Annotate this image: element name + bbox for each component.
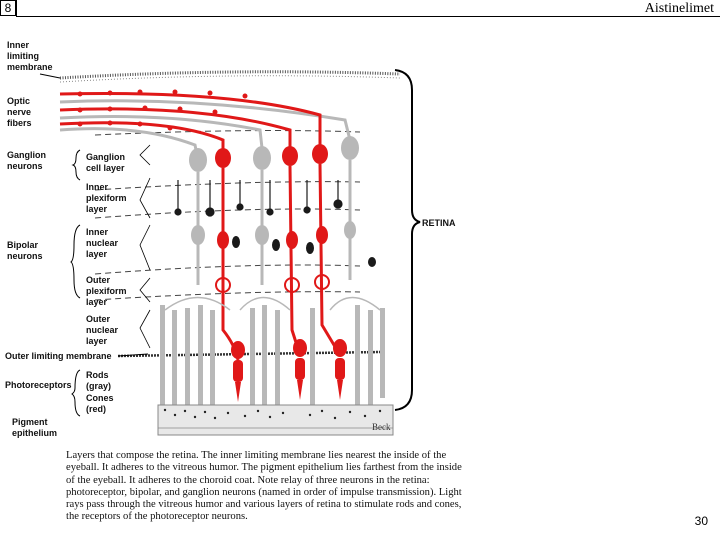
photoreceptors-label: Photoreceptors	[5, 380, 72, 390]
rod-cells	[160, 305, 385, 405]
pigment-label-1: Pigment	[12, 417, 48, 427]
pigment-epithelium	[157, 404, 394, 436]
bipolar-neurons-label-1: Bipolar	[7, 240, 39, 250]
bipolar-neurons-label-2: neurons	[7, 251, 43, 261]
inner-plexiform-1: Inner	[86, 182, 109, 192]
retina-brace	[394, 69, 421, 411]
optic-fibers-red	[59, 91, 322, 158]
inner-plexiform-3: layer	[86, 204, 108, 214]
outer-nuclear-2: nuclear	[86, 325, 119, 335]
bipolar-cells-red	[217, 226, 328, 249]
inner-nuclear-3: layer	[86, 249, 108, 259]
label-braces	[70, 149, 81, 417]
slide-title: Aistinelimet	[644, 1, 714, 16]
header-rule	[16, 16, 720, 17]
cones-label-1: Cones	[86, 393, 114, 403]
inner-limiting-label-3: membrane	[7, 62, 53, 72]
ganglion-cell-layer-1: Ganglion	[86, 152, 125, 162]
artist-signature: Beck	[372, 422, 391, 432]
ganglion-cell-layer-2: cell layer	[86, 163, 125, 173]
optic-nerve-label-1: Optic	[7, 96, 30, 106]
ganglion-neurons-label-1: Ganglion	[7, 150, 46, 160]
ganglion-neurons-label-2: neurons	[7, 161, 43, 171]
outer-plexiform-3: layer	[86, 297, 108, 307]
outer-plexiform-1: Outer	[86, 275, 111, 285]
slide-number: 30	[694, 514, 708, 528]
outer-plexiform-synapses	[164, 296, 381, 311]
inner-plexiform-2: plexiform	[86, 193, 127, 203]
retina-layers-figure: RETINA Inner limiting membrane Optic ner…	[5, 40, 456, 438]
inner-nuclear-2: nuclear	[86, 238, 119, 248]
layer-labels: Ganglion cell layer Inner plexiform laye…	[86, 152, 127, 414]
outer-limiting-pointer	[117, 353, 149, 357]
inner-limiting-membrane-line	[59, 70, 401, 80]
page-number-box: 8	[0, 0, 16, 16]
cones-label-2: (red)	[86, 404, 106, 414]
retina-label: RETINA	[422, 218, 456, 228]
optic-nerve-label-3: fibers	[7, 118, 32, 128]
outer-plexiform-2: plexiform	[86, 286, 127, 296]
figure-caption: Layers that compose the retina. The inne…	[66, 450, 462, 523]
header-divider-vertical	[16, 0, 17, 17]
pigment-label-2: epithelium	[12, 428, 57, 438]
bipolar-cells-dark	[232, 236, 376, 267]
inner-limiting-label-2: limiting	[7, 51, 39, 61]
outer-limiting-label: Outer limiting membrane	[5, 351, 112, 361]
layer-brackets	[139, 144, 151, 349]
inner-limiting-label-1: Inner	[7, 40, 30, 50]
fiber-nodes	[77, 89, 248, 131]
gray-neuron-chains	[196, 160, 352, 285]
optic-fibers-gray	[59, 99, 352, 161]
left-labels: Inner limiting membrane Optic nerve fibe…	[5, 40, 112, 438]
inner-nuclear-1: Inner	[86, 227, 109, 237]
optic-nerve-label-2: nerve	[7, 107, 31, 117]
outer-nuclear-1: Outer	[86, 314, 111, 324]
rods-label-1: Rods	[86, 370, 109, 380]
ganglion-cells	[189, 136, 359, 172]
amacrine-cells	[174, 180, 343, 217]
cone-cells	[231, 339, 347, 402]
outer-nuclear-3: layer	[86, 336, 108, 346]
synapse-knobs-red	[215, 274, 330, 293]
rods-label-2: (gray)	[86, 381, 111, 391]
inner-limiting-pointer	[39, 73, 61, 79]
